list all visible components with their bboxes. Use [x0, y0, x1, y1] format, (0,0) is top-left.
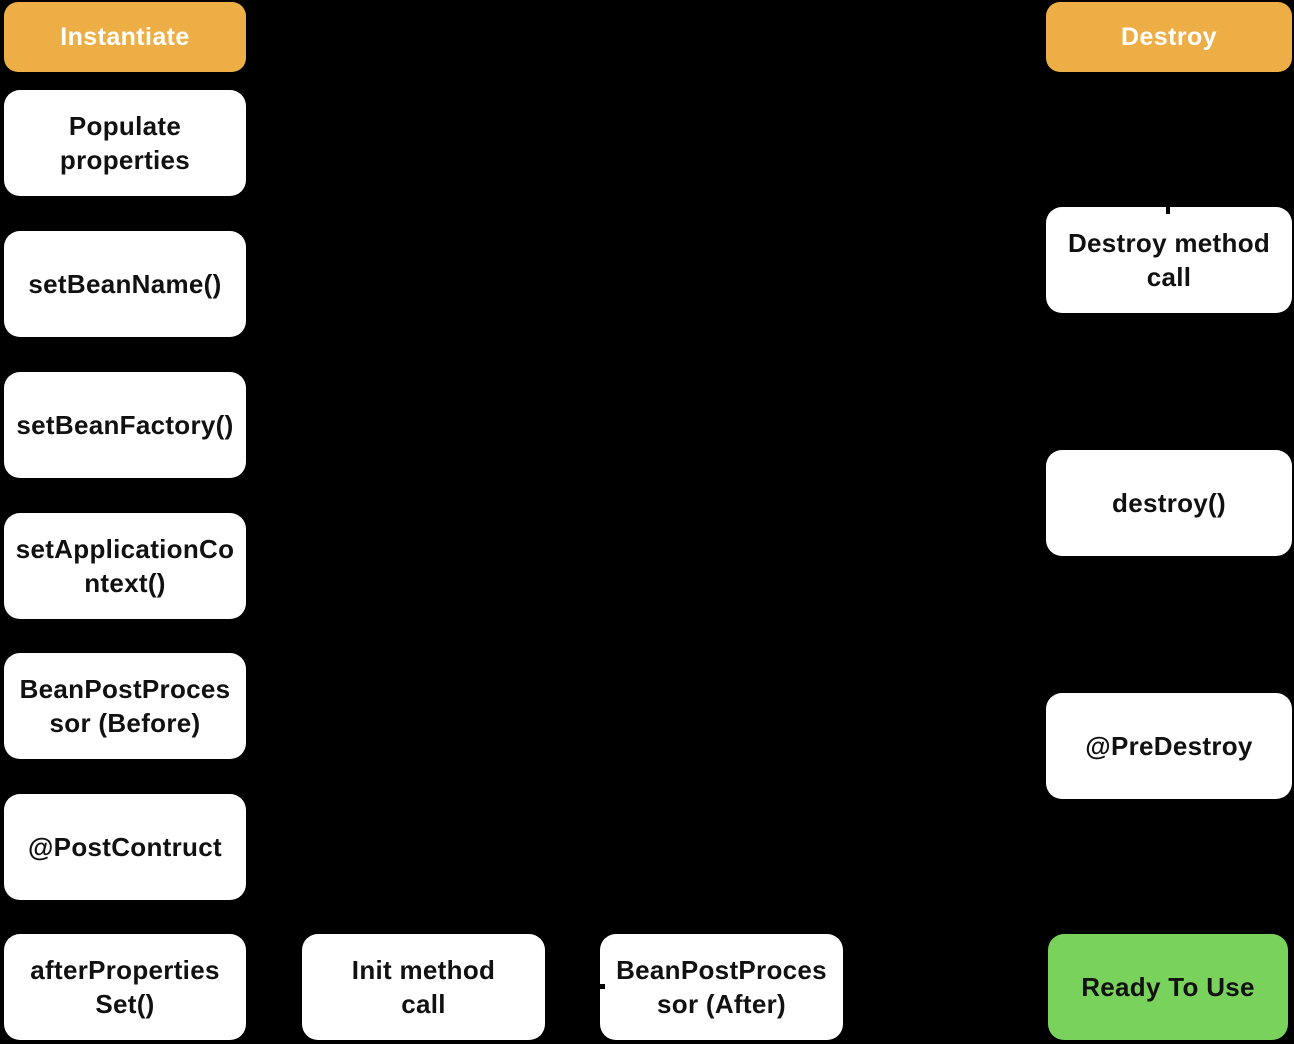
- step-post-contruct: @PostContruct: [4, 794, 246, 900]
- step-bean-post-processor-before: BeanPostProces sor (Before): [4, 653, 246, 759]
- step-bean-post-processor-after: BeanPostProces sor (After): [600, 934, 843, 1040]
- connector-tick-icon: [596, 984, 605, 989]
- step-init-method-call: Init method call: [302, 934, 545, 1040]
- step-pre-destroy: @PreDestroy: [1046, 693, 1292, 799]
- connector-tick-icon: [1166, 201, 1170, 214]
- step-set-application-context: setApplicationCo ntext(): [4, 513, 246, 619]
- state-ready-to-use: Ready To Use: [1048, 934, 1288, 1040]
- step-destroy-method-call: Destroy method call: [1046, 207, 1292, 313]
- stage-instantiate: Instantiate: [4, 2, 246, 72]
- step-destroy: destroy(): [1046, 450, 1292, 556]
- step-set-bean-name: setBeanName(): [4, 231, 246, 337]
- step-set-bean-factory: setBeanFactory(): [4, 372, 246, 478]
- step-populate-properties: Populate properties: [4, 90, 246, 196]
- step-after-properties-set: afterProperties Set(): [4, 934, 246, 1040]
- stage-destroy: Destroy: [1046, 2, 1292, 72]
